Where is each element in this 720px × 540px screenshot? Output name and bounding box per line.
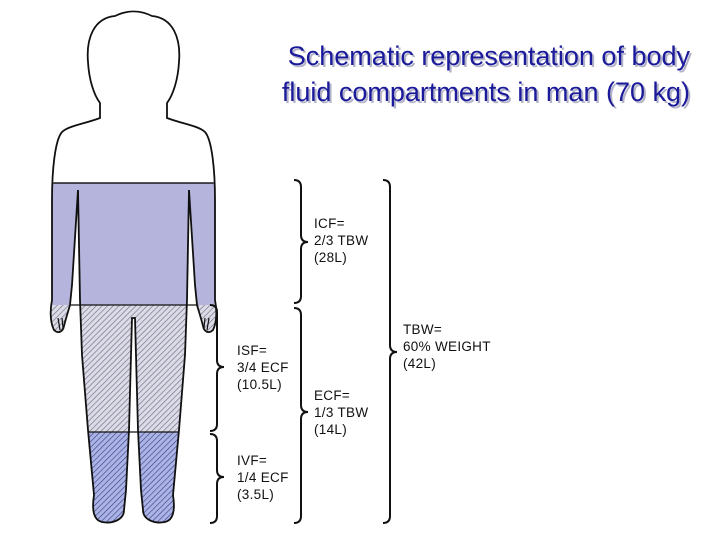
ecf-label-line-3: (14L) [314, 422, 347, 437]
tbw-label-line-2: 60% WEIGHT [403, 339, 491, 354]
icf-label-line-2: 2/3 TBW [314, 233, 368, 248]
ivf-label-line-1: IVF= [237, 453, 267, 468]
isf-label-line-2: 3/4 ECF [237, 360, 289, 375]
isf-label-line-3: (10.5L) [237, 377, 282, 392]
tbw-bracket [383, 180, 397, 523]
tbw-label-line-3: (42L) [403, 356, 436, 371]
ecf-label-line-1: ECF= [314, 388, 350, 403]
tbw-label-line-1: TBW= [403, 322, 442, 337]
icf-region [40, 183, 240, 305]
isf-label: ISF= 3/4 ECF (10.5L) [237, 343, 289, 392]
icf-label-line-1: ICF= [314, 216, 345, 231]
isf-region [40, 305, 240, 432]
tbw-label: TBW= 60% WEIGHT (42L) [403, 322, 491, 371]
icf-bracket [294, 180, 308, 303]
ecf-label-line-2: 1/3 TBW [314, 405, 368, 420]
ecf-label: ECF= 1/3 TBW (14L) [314, 388, 368, 437]
ivf-label-line-2: 1/4 ECF [237, 470, 289, 485]
icf-label: ICF= 2/3 TBW (28L) [314, 216, 368, 265]
ivf-label: IVF= 1/4 ECF (3.5L) [237, 453, 289, 502]
ivf-bracket [210, 434, 224, 523]
icf-label-line-3: (28L) [314, 250, 347, 265]
isf-label-line-1: ISF= [237, 343, 267, 358]
ivf-label-line-3: (3.5L) [237, 487, 274, 502]
ecf-bracket [294, 308, 308, 523]
